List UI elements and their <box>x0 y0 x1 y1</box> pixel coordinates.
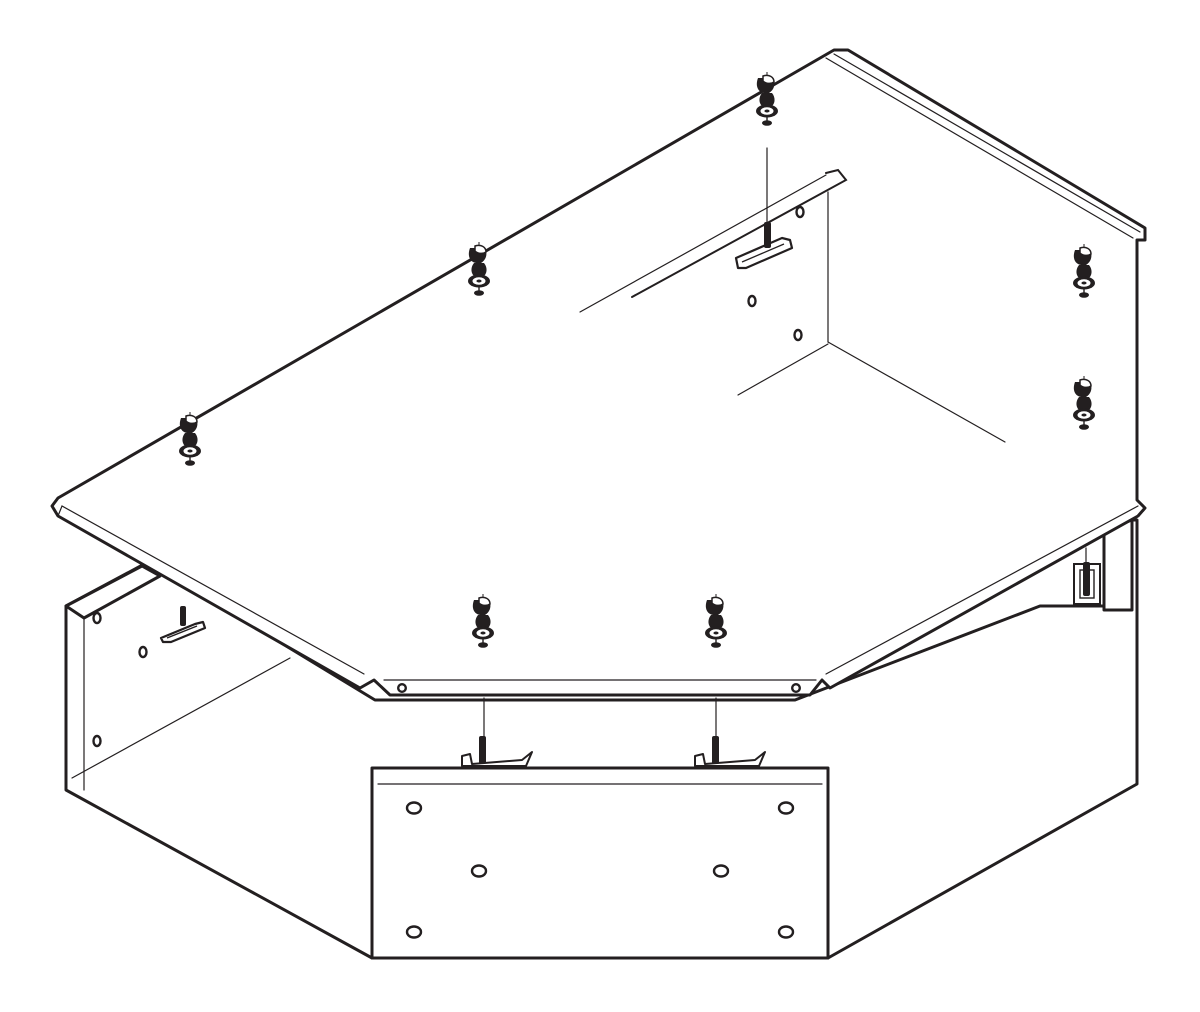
base-left-flange <box>64 564 162 620</box>
clip-nut-front-left <box>461 736 533 767</box>
base-mounting-hole <box>138 645 148 659</box>
front-panel-hole <box>405 801 423 815</box>
cover-panel-plate <box>50 48 1147 697</box>
cover-rivet <box>791 683 802 694</box>
base-mounting-hole <box>92 734 102 748</box>
cover-panel <box>50 48 1147 697</box>
front-panel-hole <box>712 864 730 878</box>
hidden-tray-lines <box>579 147 1006 443</box>
front-panel-hole <box>405 925 423 939</box>
front-panel-plate <box>370 766 830 960</box>
clip-nut-right <box>1073 547 1101 605</box>
front-panel-hole <box>470 864 488 878</box>
cover-rivet <box>397 683 408 694</box>
clip-nut-front-right <box>694 736 766 767</box>
front-panel-hole <box>777 801 795 815</box>
front-panel-hole <box>777 925 795 939</box>
front-panel <box>370 697 830 960</box>
base-mounting-hole <box>92 611 102 625</box>
